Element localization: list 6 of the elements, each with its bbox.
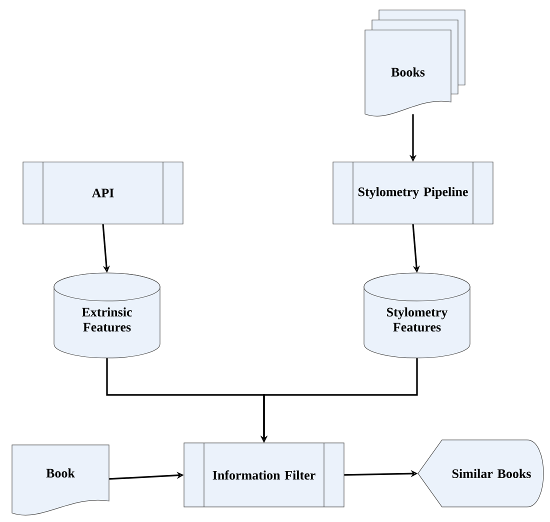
process-box: Information Filter bbox=[184, 442, 344, 508]
database-cylinder: Stylometry Features bbox=[364, 272, 470, 358]
process-box: API bbox=[22, 162, 184, 224]
process-box: Stylometry Pipeline bbox=[332, 162, 494, 224]
document-stack: Books bbox=[364, 10, 466, 116]
database-cylinder: Extrinsic Features bbox=[54, 272, 160, 358]
